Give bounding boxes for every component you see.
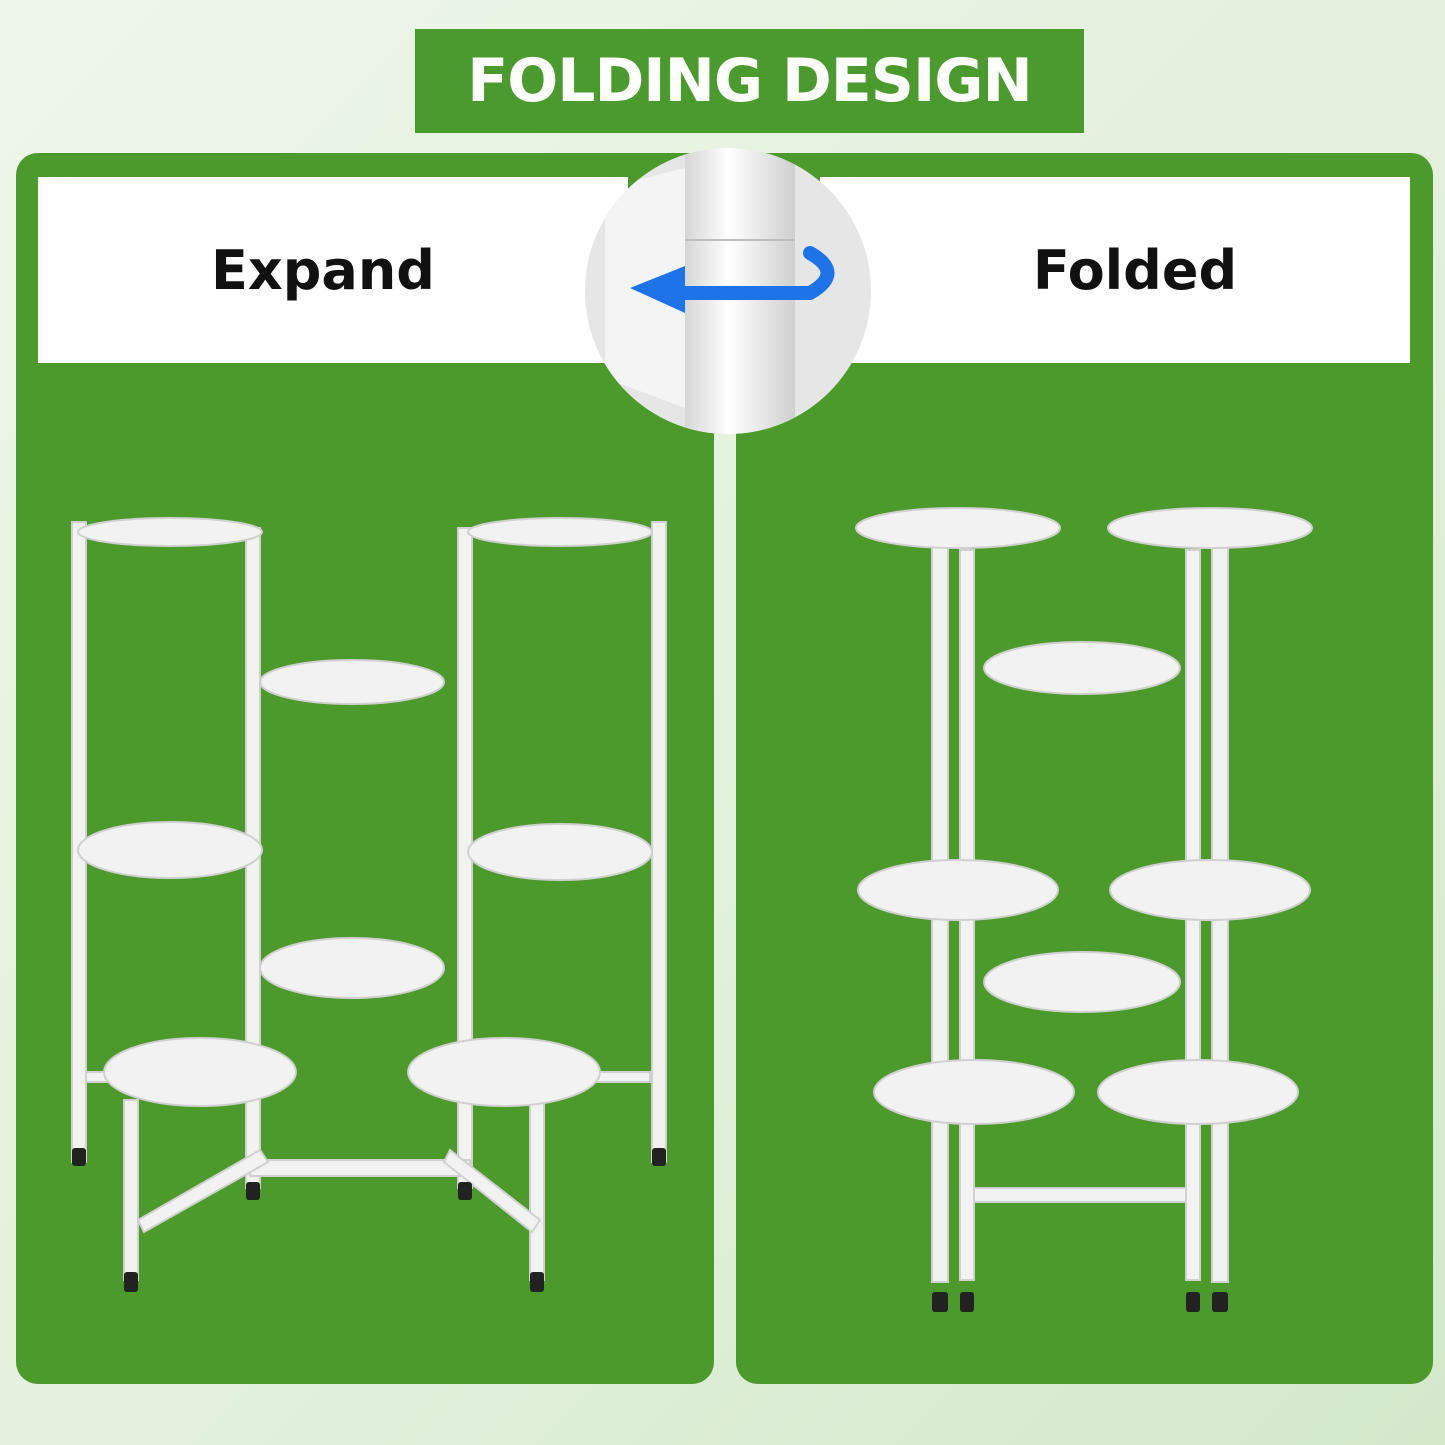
- expand-label: Expand: [211, 238, 435, 302]
- folded-stand-illustration: [855, 507, 1313, 1312]
- expand-label-box: Expand: [38, 177, 628, 363]
- banner-title: FOLDING DESIGN: [467, 46, 1032, 116]
- title-banner: FOLDING DESIGN: [415, 29, 1084, 133]
- folded-label: Folded: [1032, 238, 1238, 302]
- folded-label-box: Folded: [820, 177, 1410, 363]
- rotate-arrow-icon: [585, 148, 871, 434]
- expanded-stand-illustration: [71, 517, 667, 1292]
